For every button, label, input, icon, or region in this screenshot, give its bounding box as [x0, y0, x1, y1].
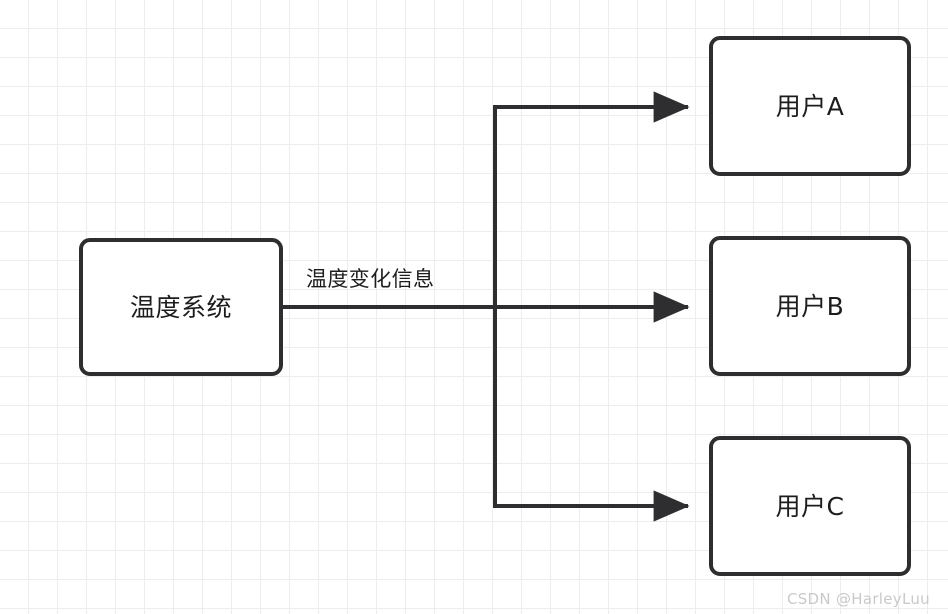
- watermark: CSDN @HarleyLuu: [786, 590, 930, 608]
- node-label-user-a: 用户A: [775, 91, 845, 121]
- node-label-user-c: 用户C: [775, 491, 845, 521]
- node-temperature-system[interactable]: 温度系统: [79, 238, 283, 376]
- node-label-temperature-system: 温度系统: [129, 292, 232, 322]
- edge-label-temperature-change-info: 温度变化信息: [306, 267, 435, 291]
- node-user-a[interactable]: 用户A: [709, 36, 911, 176]
- node-user-c[interactable]: 用户C: [709, 436, 911, 576]
- edge-trunk: [283, 107, 497, 506]
- node-user-b[interactable]: 用户B: [709, 236, 911, 376]
- node-label-user-b: 用户B: [775, 291, 845, 321]
